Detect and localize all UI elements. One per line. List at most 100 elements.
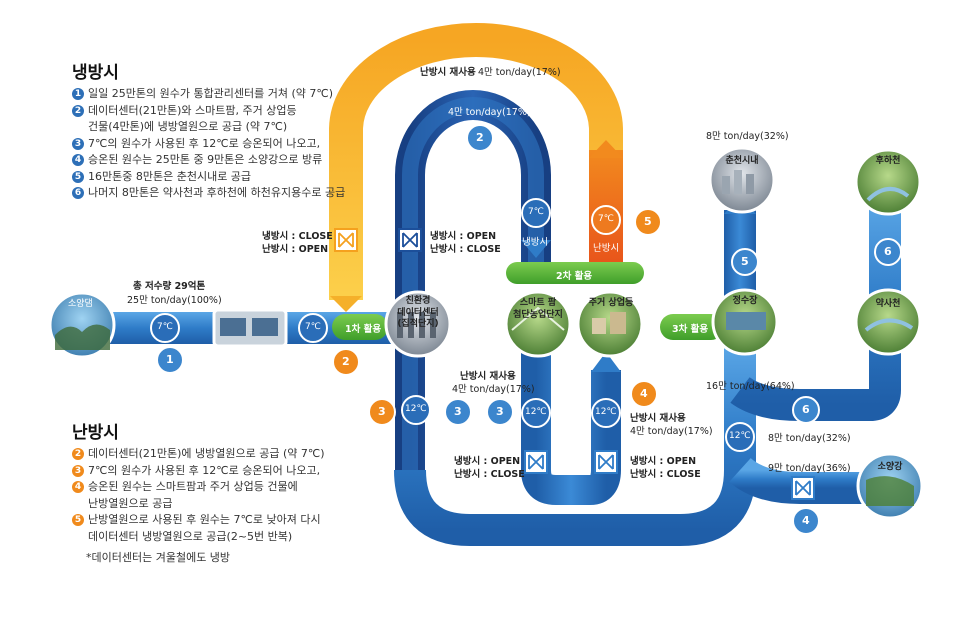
stage3-label: 3차 활용 — [672, 324, 709, 335]
heating-item-text: 난방열원으로 사용된 후 원수는 7℃로 낮아져 다시 — [88, 513, 321, 526]
valve1-cooling-label: 냉방시 : CLOSE — [262, 231, 333, 242]
valve3-heating-label: 난방시 : CLOSE — [454, 469, 525, 480]
temp-1: 7℃ — [157, 322, 173, 332]
soyanggang-flow-label: 9만 ton/day(36%) — [768, 463, 851, 474]
node-control-center-photo — [212, 308, 288, 348]
node-yaksacheon-photo — [854, 288, 922, 356]
cooling-item: 건물(4만톤)에 냉방열원으로 공급 (약 7℃) — [72, 119, 352, 136]
valve-heating-outer — [334, 228, 358, 252]
heating-item-number: 3 — [72, 464, 84, 477]
return-pipe — [394, 345, 756, 546]
cooling-item-number: 2 — [72, 104, 84, 117]
cooling-item-text: 7℃의 원수가 사용된 후 12℃로 승온되어 나오고, — [88, 136, 321, 150]
heating-item-text: 데이터센터 냉방열원으로 공급(2~5번 반복) — [88, 529, 293, 543]
marker-3-blue-b: 3 — [496, 405, 504, 418]
node-residential-label: 주거 상업등 — [588, 298, 634, 308]
cooling-title: 냉방시 — [72, 63, 119, 83]
valves — [334, 228, 815, 500]
cooling-item-text: 데이터센터(21만톤)와 스마트팜, 주거 상업등 — [88, 103, 297, 117]
marker-3-blue-a: 3 — [454, 405, 462, 418]
node-soyangdam-label: 소양댐 — [68, 299, 93, 309]
temperature-badges — [150, 198, 755, 452]
node-soyangdam-photo — [48, 291, 116, 359]
heating-item-text: 난방열원으로 공급 — [88, 496, 173, 510]
heating-reuse-top-flow: 4만 ton/day(17%) — [478, 67, 561, 78]
cooling-item-number: 3 — [72, 137, 84, 150]
node-chuncheon-photo — [708, 146, 776, 214]
node-purification-label: 정수장 — [732, 296, 758, 306]
valve2-heating-label: 난방시 : CLOSE — [430, 244, 501, 255]
stage2-bar — [506, 262, 644, 284]
valve1-heating-label: 난방시 : OPEN — [262, 244, 329, 255]
cooling-item: 3 7℃의 원수가 사용된 후 12℃로 승온되어 나오고, — [72, 136, 352, 153]
cooling-item-text: 승온된 원수는 25만톤 중 9만톤은 소양강으로 방류 — [88, 153, 323, 166]
photo-nodes — [48, 146, 924, 520]
marker-3-orange: 3 — [378, 405, 386, 418]
cooling-item-text: 나머지 8만톤은 약사천과 후하천에 하천유지용수로 공급 — [88, 186, 346, 199]
temp-4: 7℃ — [598, 214, 614, 224]
stage2-label: 2차 활용 — [556, 271, 593, 282]
heating-reuse-right-flow: 4만 ton/day(17%) — [630, 426, 713, 437]
node-residential-photo — [576, 290, 644, 358]
heating-note: *데이터센터는 겨울철에도 냉방 — [86, 551, 231, 564]
heating-item: 데이터센터 냉방열원으로 공급(2~5번 반복) — [72, 529, 332, 546]
valve-residential — [594, 450, 618, 474]
marker-6-top: 6 — [884, 245, 892, 258]
purification-flow-label: 16만 ton/day(64%) — [706, 381, 795, 392]
marker-2-inner: 2 — [476, 131, 484, 144]
heating-reuse-mid-flow: 4만 ton/day(17%) — [452, 384, 535, 395]
heating-item-text: 7℃의 원수가 사용된 후 12℃로 승온되어 나오고, — [88, 463, 321, 477]
heating-reuse-right-label: 난방시 재사용 — [630, 413, 686, 424]
cooling-item-number: 6 — [72, 187, 84, 199]
cooling-item-number: 5 — [72, 170, 84, 183]
reservoir-flow-label: 25만 ton/day(100%) — [127, 295, 222, 306]
heating-title: 난방시 — [72, 423, 119, 443]
temp-6: 12℃ — [525, 407, 547, 417]
node-datacenter-label: 친환경 데이터센터 (집적단지) — [397, 296, 439, 329]
stage1-bar — [332, 314, 388, 340]
node-soyanggang-photo — [856, 452, 924, 520]
cooling-item: 6 나머지 8만톤은 약사천과 후하천에 하천유지용수로 공급 — [72, 185, 352, 202]
temp-2: 7℃ — [305, 322, 321, 332]
heating-item: 4 승온된 원수는 스마트팜과 주거 상업등 건물에 — [72, 479, 332, 496]
reservoir-total-label: 총 저수량 29억톤 — [133, 281, 206, 292]
temp-7: 12℃ — [595, 407, 617, 417]
heating-item: 3 7℃의 원수가 사용된 후 12℃로 승온되어 나오고, — [72, 463, 332, 480]
stage3-bar — [660, 314, 724, 340]
heating-reuse-top-label: 난방시 재사용 — [420, 67, 476, 78]
marker-5-orange: 5 — [644, 215, 652, 228]
heating-item: 5 난방열원으로 사용된 후 원수는 7℃로 낮아져 다시 — [72, 512, 332, 529]
cooling-item-number: 4 — [72, 154, 84, 166]
heating-item: 난방열원으로 공급 — [72, 496, 332, 513]
marker-2-orange: 2 — [342, 355, 350, 368]
marker-6-mid: 6 — [802, 403, 810, 416]
node-purification-photo — [711, 288, 779, 356]
stage1-label: 1차 활용 — [345, 324, 382, 335]
cooling-vertical-label: 냉방시 — [522, 237, 549, 248]
step-markers — [156, 124, 902, 535]
heating-item-text: 승온된 원수는 스마트팜과 주거 상업등 건물에 — [88, 480, 298, 493]
temp-8: 12℃ — [729, 431, 751, 441]
valve3-cooling-label: 냉방시 : OPEN — [454, 456, 521, 467]
heating-item-text: 데이터센터(21만톤)에 냉방열원으로 공급 (약 7℃) — [88, 447, 325, 460]
node-yaksacheon-label: 약사천 — [875, 299, 901, 309]
heating-item-number: 5 — [72, 514, 84, 526]
temp-3: 7℃ — [528, 207, 544, 217]
marker-1: 1 — [166, 353, 174, 366]
cooling-item-text: 일일 25만톤의 원수가 통합관리센터를 거쳐 (약 7℃) — [88, 87, 334, 100]
node-control-center-label: 통합관리센터 — [220, 300, 270, 310]
valve-soyanggang — [791, 476, 815, 500]
node-huhacheon-label: 후하천 — [875, 156, 901, 166]
cooling-item: 4 승온된 원수는 25만톤 중 9만톤은 소양강으로 방류 — [72, 152, 352, 169]
stage-bars — [332, 262, 724, 340]
heating-item-number: 4 — [72, 481, 84, 493]
node-smartfarm-photo — [504, 290, 572, 358]
node-smartfarm-label: 스마트 팜 첨단농업단지 — [513, 298, 563, 320]
heating-vertical-label: 난방시 — [593, 243, 620, 254]
inner-loop-flow-label: 4만 ton/day(17%) — [448, 107, 531, 118]
